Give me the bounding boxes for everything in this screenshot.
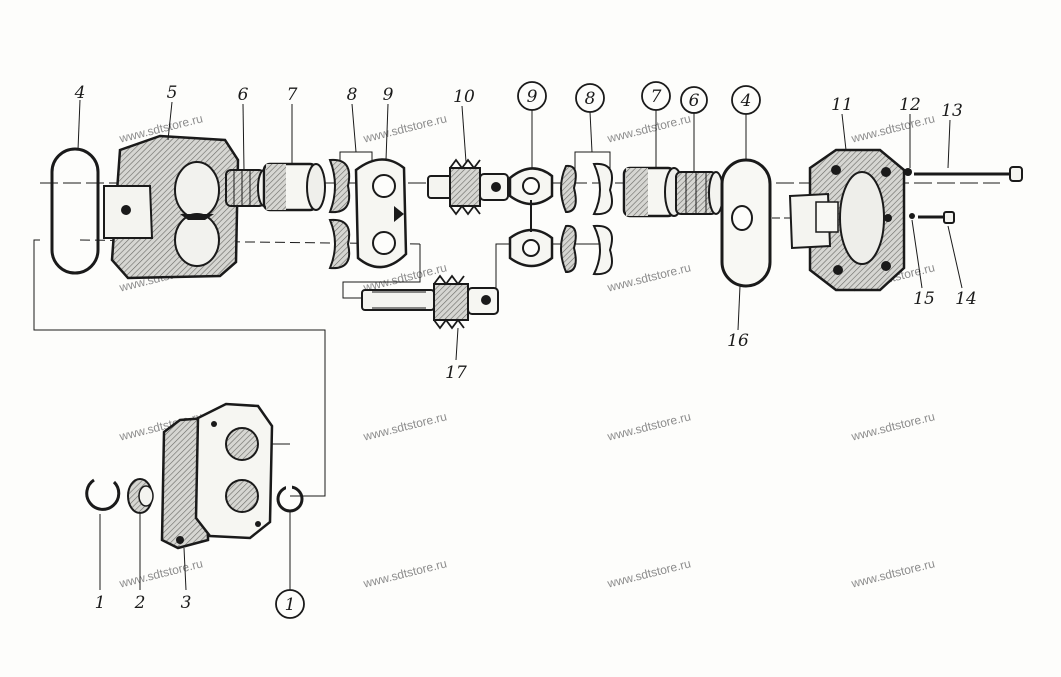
gear-10 [427,158,509,216]
seal-8-right [560,162,613,276]
pump-housing-5 [103,134,240,280]
washer-12 [904,168,912,176]
label-6-circled: 6 [689,91,700,111]
part-numbers: 4 5 6 7 8 9 10 9 8 7 6 4 11 12 13 14 15 … [74,83,977,615]
label-8-circled: 8 [585,89,596,109]
label-7: 7 [287,85,298,105]
seal-8-left [328,158,351,270]
label-4: 4 [74,83,86,103]
leader-shaft-line [33,239,326,497]
label-9: 9 [383,85,394,105]
label-11: 11 [831,95,853,115]
callout-circles [275,81,761,619]
front-cover-3 [160,402,274,550]
plate-9-left [354,158,408,269]
snap-ring-1-right [276,484,304,513]
rear-cover-11 [788,148,906,292]
bushing-7-left [262,162,326,212]
label-12: 12 [899,95,921,115]
gasket-16 [720,158,772,288]
label-1-circled: 1 [285,595,296,615]
needle-bearing-6-right [675,171,724,215]
label-14: 14 [955,289,977,309]
bracket-8-right [574,151,611,170]
label-5: 5 [167,83,178,103]
label-4-circled: 4 [740,91,752,111]
drive-shaft-17 [361,274,499,330]
label-3: 3 [181,593,192,613]
short-bolt-14 [918,211,955,224]
snap-ring-1-left [85,478,121,511]
label-6: 6 [238,85,249,105]
long-bolt-13 [914,166,1023,182]
washer-15 [909,213,915,219]
label-1: 1 [95,593,106,613]
label-10: 10 [453,87,475,107]
label-9-circled: 9 [527,87,538,107]
shaft-link-line [342,244,421,299]
label-17: 17 [445,363,467,383]
label-8: 8 [347,85,358,105]
label-15: 15 [913,289,935,309]
lower-axis-line [79,239,421,245]
bushing-7-right [622,166,684,218]
label-13: 13 [941,101,963,121]
label-7-circled: 7 [651,87,662,107]
leader-lines [77,99,963,591]
label-16: 16 [727,331,749,351]
oil-seal-2 [127,478,154,514]
label-2: 2 [134,593,146,613]
plate-9-right [508,167,554,268]
ring-4-left [50,147,100,275]
